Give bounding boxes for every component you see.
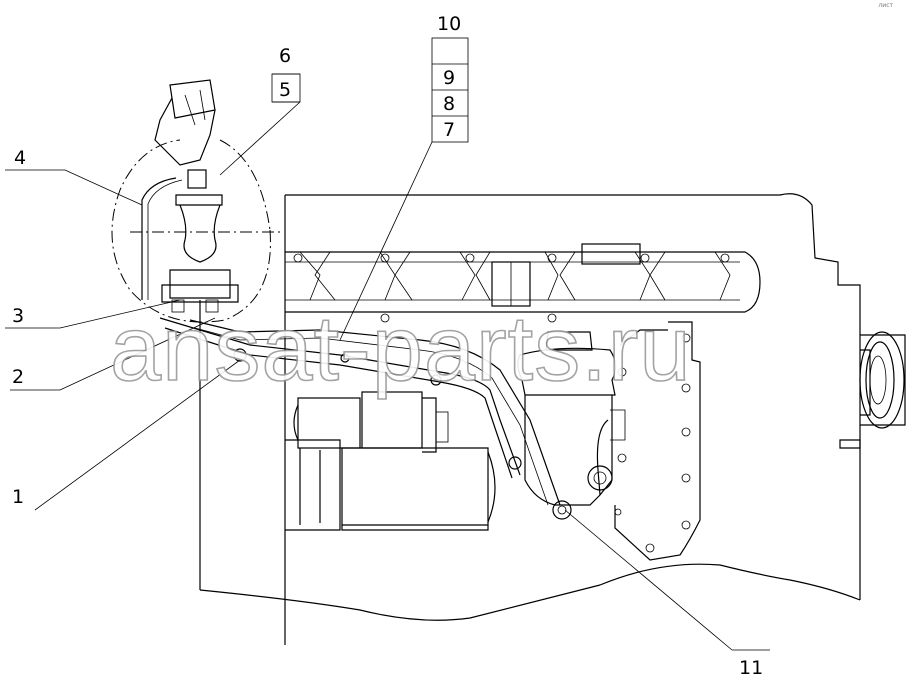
callout-10: 10 bbox=[437, 13, 461, 35]
watermark-text: ansat-parts.ru bbox=[110, 298, 692, 400]
pipeline bbox=[159, 317, 572, 520]
callout-11: 11 bbox=[739, 657, 763, 679]
manifold bbox=[285, 243, 761, 323]
leader-lines bbox=[5, 101, 770, 651]
callout-6: 6 bbox=[279, 45, 291, 67]
side-cover bbox=[614, 321, 701, 561]
label-stack bbox=[271, 37, 469, 143]
callout-8: 8 bbox=[443, 93, 455, 115]
callout-3: 3 bbox=[12, 305, 24, 327]
detail-view-circle bbox=[111, 79, 280, 323]
callout-1: 1 bbox=[12, 486, 24, 508]
corner-mark: лист bbox=[878, 2, 893, 9]
callout-9: 9 bbox=[443, 67, 455, 89]
callout-4: 4 bbox=[14, 147, 26, 169]
callout-5: 5 bbox=[279, 79, 291, 101]
callout-7: 7 bbox=[443, 119, 455, 141]
starter-motor bbox=[285, 391, 496, 531]
callout-2: 2 bbox=[12, 366, 24, 388]
engine-block bbox=[199, 193, 906, 645]
oil-filter bbox=[517, 331, 626, 506]
